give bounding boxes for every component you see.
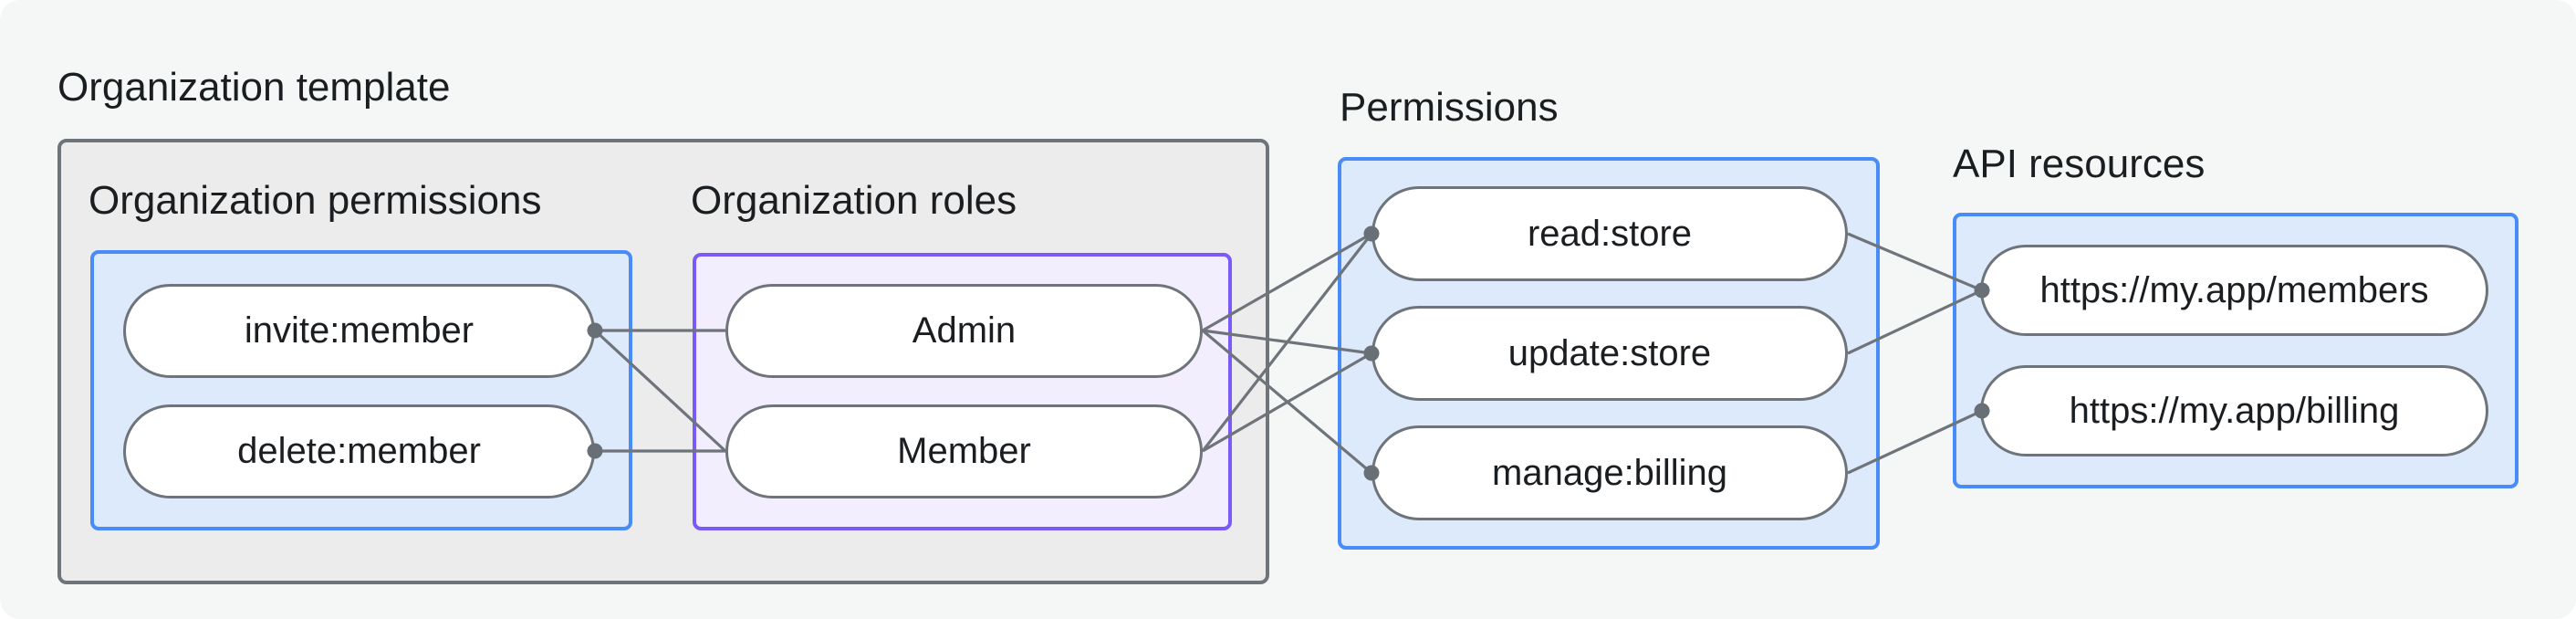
org-permissions-title: Organization permissions [89, 178, 542, 223]
node-manage-billing: manage:billing [1371, 425, 1848, 520]
node-update-store: update:store [1371, 306, 1848, 401]
node-api-members: https://my.app/members [1980, 245, 2488, 336]
node-admin: Admin [725, 284, 1203, 378]
node-member: Member [725, 404, 1203, 498]
api-resources-title: API resources [1953, 142, 2206, 186]
org-roles-title: Organization roles [691, 178, 1017, 223]
node-api-billing: https://my.app/billing [1980, 365, 2488, 456]
node-delete-member: delete:member [123, 404, 595, 498]
permissions-title: Permissions [1340, 85, 1559, 130]
node-read-store: read:store [1371, 186, 1848, 281]
node-invite-member: invite:member [123, 284, 595, 378]
org-template-title: Organization template [57, 65, 451, 110]
